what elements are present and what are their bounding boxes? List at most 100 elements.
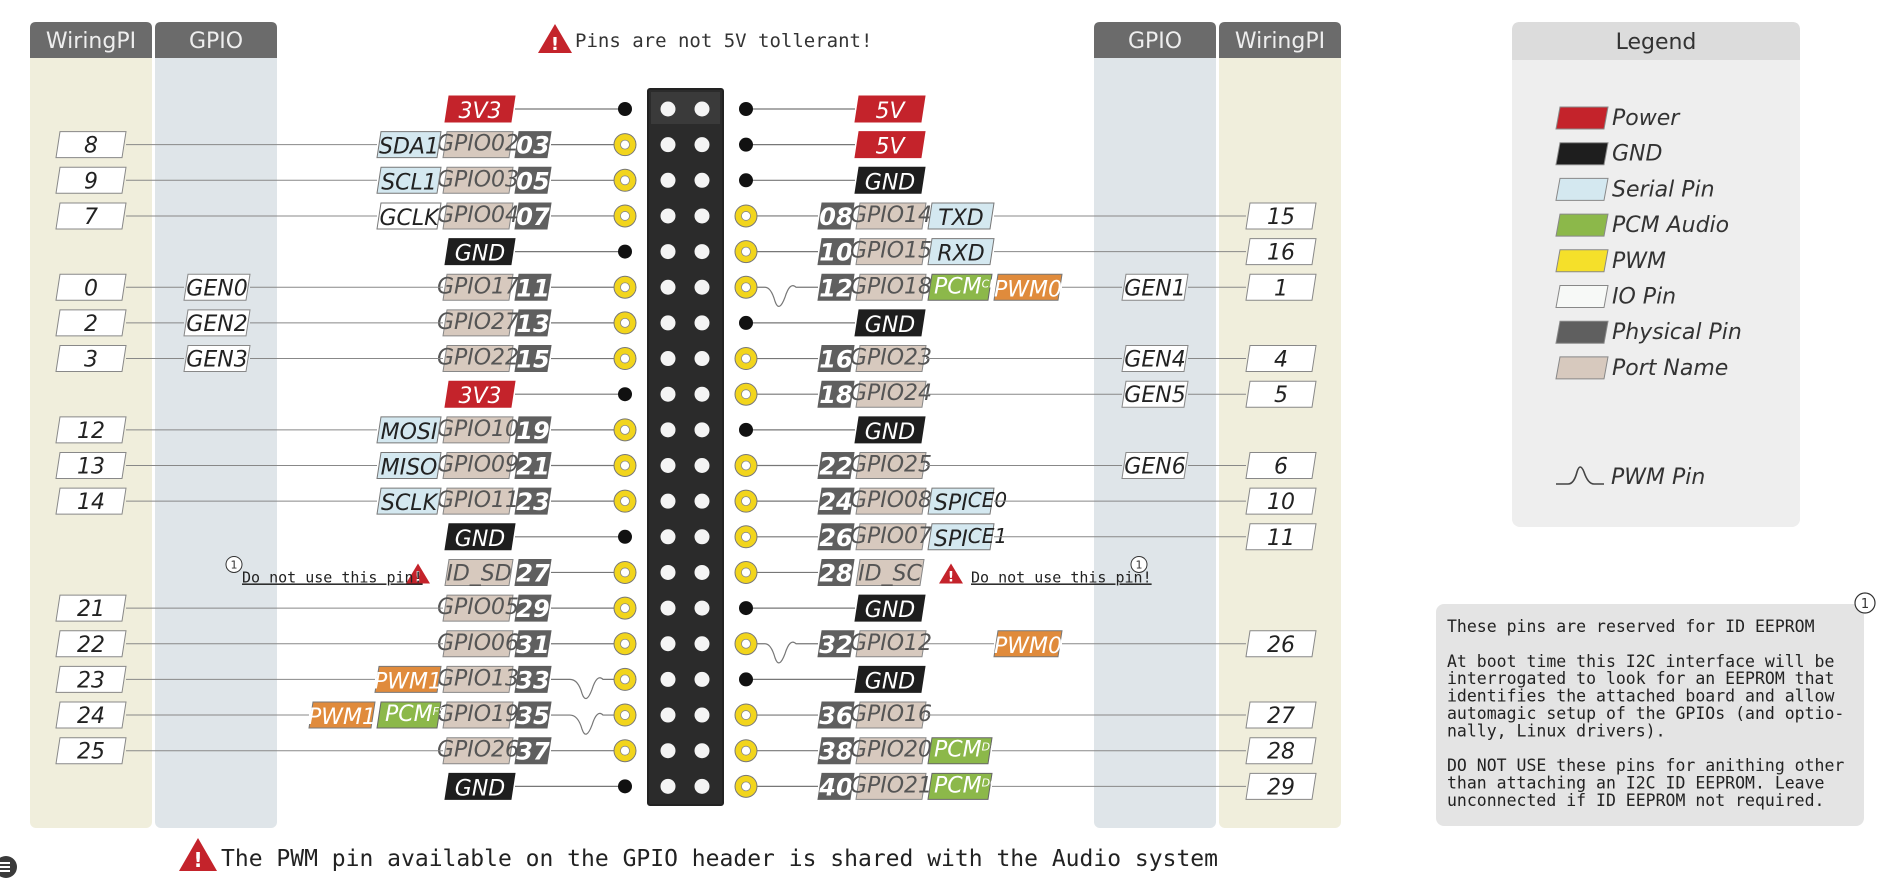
header-pad [660, 636, 676, 652]
port-name: GPIO13 [437, 666, 519, 691]
header-pad [660, 315, 676, 331]
physical-pin-number: 35 [516, 702, 549, 730]
pin-row-04: 5V [739, 131, 926, 160]
header-pad [660, 422, 676, 438]
power-label: GND [865, 598, 915, 623]
header-pad [660, 493, 676, 509]
pin-row-09: GND [444, 238, 632, 267]
port-name: GPIO11 [437, 488, 519, 513]
wiringpi-number: 29 [1267, 775, 1295, 800]
bottom-warning-text: The PWM pin available on the GPIO header… [221, 846, 1218, 872]
physical-pin-number: 03 [516, 132, 549, 160]
port-name: GPIO26 [437, 738, 519, 763]
left-wiringpi-title: WiringPI [46, 29, 136, 54]
header-pad [660, 101, 676, 117]
port-name: GPIO03 [437, 167, 519, 192]
header-pad [694, 208, 710, 224]
pin-dot [618, 244, 632, 259]
legend-pwm-pin-label: PWM Pin [1611, 465, 1705, 490]
wiringpi-number: 13 [77, 455, 105, 480]
port-name: GPIO12 [850, 631, 932, 656]
wiringpi-number: 2 [84, 312, 98, 337]
physical-pin-number: 18 [819, 381, 852, 409]
power-label: GND [865, 669, 915, 694]
svg-text:!: ! [551, 34, 559, 55]
port-name: GPIO21 [850, 773, 932, 798]
port-name: GPIO07 [850, 524, 932, 549]
svg-text:!: ! [415, 569, 421, 585]
warning-icon [939, 563, 963, 584]
pin-dot [739, 173, 753, 188]
physical-pin-number: 19 [516, 417, 549, 445]
function-label: TXD [938, 206, 983, 231]
header-pad [694, 351, 710, 367]
header-pad [660, 600, 676, 616]
port-name: GPIO02 [437, 132, 519, 157]
header-pad [694, 529, 710, 545]
physical-pin-number: 29 [516, 595, 549, 623]
header-pad [660, 778, 676, 794]
wiringpi-number: 1 [1274, 276, 1288, 301]
gen-label: GEN2 [186, 312, 247, 337]
note-line: unconnected if ID EEPROM not required. [1447, 791, 1825, 810]
right-wiringpi-title: WiringPI [1235, 29, 1325, 54]
header-pad [660, 707, 676, 723]
pcm-label: PCMDIN [934, 738, 1002, 763]
physical-pin-number: 27 [516, 559, 550, 587]
pin-row-01: 3V3 [444, 95, 632, 124]
header-pad [660, 137, 676, 153]
svg-text:1: 1 [1136, 558, 1143, 571]
function-label: MOSI [381, 420, 438, 445]
port-name: GPIO06 [437, 631, 519, 656]
pin-dot [618, 779, 632, 794]
note-line: automagic setup of the GPIOs (and optio- [1447, 704, 1844, 723]
function-label: PWM0 [994, 277, 1062, 302]
legend-item-label: PWM [1612, 249, 1666, 274]
top-warning: ! Pins are not 5V tollerant! [538, 24, 872, 55]
right-gpio-column [1094, 22, 1216, 828]
function-label: RXD [937, 242, 984, 267]
spi-label: SPICE0 [934, 488, 1007, 516]
wiringpi-number: 16 [1267, 241, 1295, 266]
power-label: GND [865, 170, 915, 195]
physical-pin-number: 31 [516, 631, 549, 659]
physical-pin-number: 21 [516, 453, 549, 481]
pin-dot [739, 315, 753, 330]
wiringpi-number: 28 [1267, 740, 1295, 765]
physical-pin-number: 22 [819, 453, 852, 481]
pcm-label: PCMCLK [934, 274, 1003, 299]
wiringpi-number: 3 [84, 348, 98, 373]
menu-icon[interactable] [0, 856, 17, 878]
wiringpi-number: 5 [1274, 383, 1288, 408]
note-line: At boot time this I2C interface will be [1447, 652, 1834, 671]
header-pad [694, 422, 710, 438]
wiringpi-number: 12 [77, 419, 105, 444]
legend-item-label: Serial Pin [1612, 177, 1715, 202]
left-gpio-column [155, 22, 277, 828]
wiringpi-number: 26 [1267, 633, 1295, 658]
svg-text:!: ! [193, 848, 202, 872]
port-name: GPIO16 [850, 702, 932, 727]
port-name: GPIO19 [437, 702, 519, 727]
power-label: 3V3 [458, 384, 501, 409]
left-gpio-header [155, 22, 277, 58]
header-pad [660, 743, 676, 759]
right-gpio-title: GPIO [1128, 29, 1182, 54]
warning-icon: ! [538, 24, 572, 55]
header-pad [694, 493, 710, 509]
header-pad [660, 671, 676, 687]
legend-item: PWM [1555, 249, 1666, 274]
pin-row-34: GND [739, 665, 926, 694]
